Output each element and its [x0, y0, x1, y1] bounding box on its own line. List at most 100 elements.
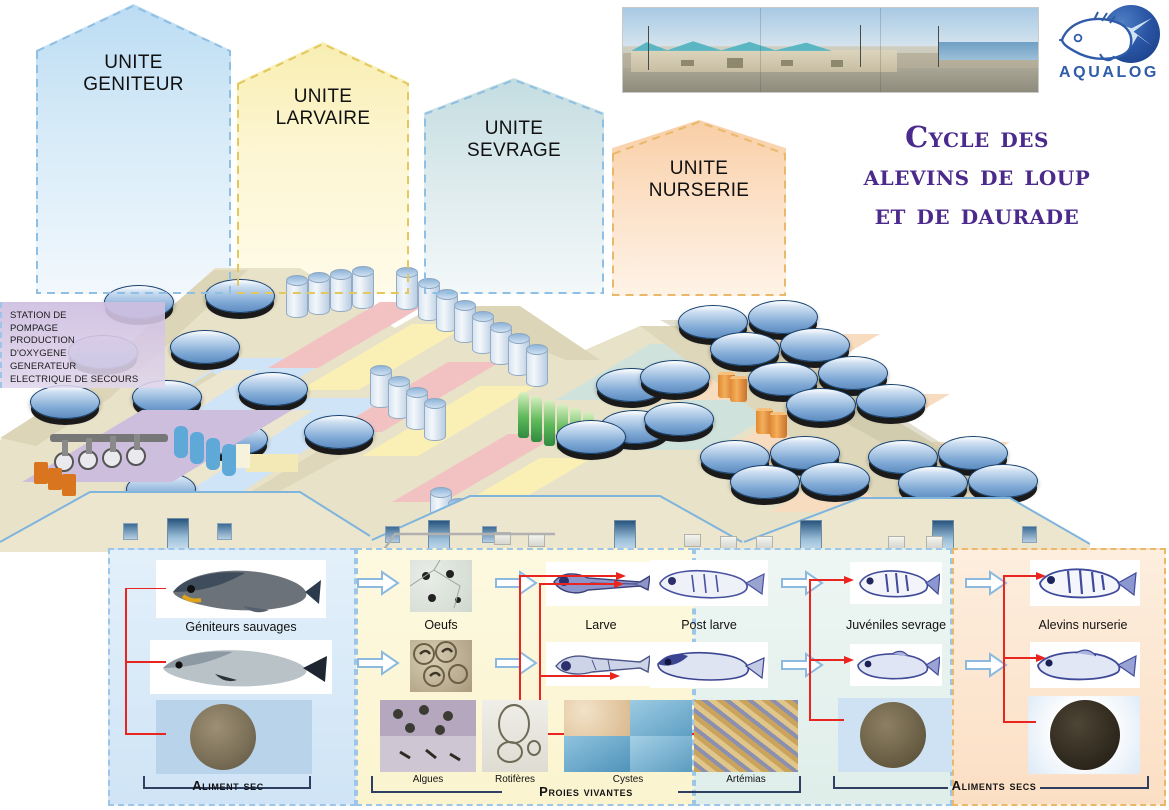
fish-photo-daurade-broodstock: [156, 560, 326, 618]
dry-feed-dark-pellets-disc: [1050, 700, 1120, 770]
dry-feed-pellets-disc: [190, 704, 256, 770]
juvenile-fish-icon: [859, 570, 940, 598]
feed-label-proies-vivantes: Proies vivantes: [539, 784, 633, 799]
pump-line: PRODUCTION: [10, 335, 75, 347]
photo-lamp-post: [859, 24, 861, 67]
weaning-tank: [556, 420, 626, 454]
larval-cylinder-tank: [286, 275, 308, 318]
facade-window: [217, 523, 232, 540]
life-cycle-diagram: Géniteurs sauvages Aliment sec: [108, 548, 1166, 806]
sevrage-feed-bracket: [809, 576, 854, 721]
prey-photo-cystes-hatch: [630, 700, 692, 736]
arrow-postlarve-to-juveniles-top: [781, 570, 824, 596]
prey-label-rotiferes: Rotifères: [494, 774, 535, 785]
page-title: Cycle des alevins de loup et de daurade: [788, 118, 1166, 233]
alevin-fish-icon: [1039, 568, 1137, 599]
feed-drum: [756, 408, 773, 434]
postlarva-icon: [657, 651, 765, 681]
stage-label-oeufs: Oeufs: [424, 618, 458, 632]
photo-window: [830, 60, 843, 67]
egg-embryos-icon: [413, 641, 468, 687]
broodstock-tank: [304, 415, 374, 449]
feed-drum: [730, 376, 747, 402]
nursery-tank: [818, 356, 888, 390]
dry-feed-powder-disc: [860, 702, 926, 768]
algae-culture-column: [531, 396, 542, 442]
prey-label-cystes: Cystes: [612, 774, 644, 785]
house-shape: [36, 4, 231, 294]
loup-fish-image: [163, 650, 327, 687]
geniteur-feed-bracket: [125, 588, 166, 735]
egg-cells-icon: [409, 559, 461, 609]
nursery-tank: [856, 384, 926, 418]
logo-fish-outline: [1059, 11, 1133, 62]
house-shape: [612, 120, 786, 296]
weaning-tank: [644, 402, 714, 436]
feed-label-aliment-sec: Aliment sec: [192, 778, 264, 793]
alevin-image-daurade: [1030, 560, 1140, 606]
facility-isometric-illustration: [0, 250, 1090, 556]
prey-label-artemias: Artémias: [726, 774, 766, 785]
photo-road: [623, 68, 1038, 92]
prey-photo-cystes: [564, 700, 630, 736]
feed-label-aliments-secs: Aliments secs: [951, 778, 1037, 793]
egg-photo-loup: [410, 640, 472, 692]
larval-cylinder-tank: [424, 398, 446, 441]
larval-cylinder-tank: [436, 289, 458, 332]
broodstock-tank: [205, 279, 275, 313]
house-shape: [424, 78, 604, 294]
larval-cylinder-tank: [526, 344, 548, 387]
fish-photo-loup-broodstock: [150, 640, 332, 694]
house-outline: [36, 4, 231, 294]
daurade-fish-image: [173, 570, 321, 613]
title-line-1: Cycle des: [905, 120, 1049, 154]
photo-door: [726, 58, 744, 69]
house-outline: [424, 78, 604, 294]
ac-unit: [684, 534, 701, 547]
facade-window: [123, 523, 138, 540]
juvenile-image-loup: [850, 644, 942, 686]
nursery-tank: [780, 328, 850, 362]
facade-window: [1022, 526, 1037, 543]
arrow-juveniles-to-alevins-top: [965, 570, 1008, 596]
stage-label-geniteurs: Géniteurs sauvages: [185, 620, 297, 634]
photo-window: [780, 60, 794, 66]
photo-sky: [623, 8, 1038, 45]
prey-photo-algues: [380, 700, 476, 772]
pump-line: POMPAGE: [10, 322, 59, 334]
nurserie-feed-bracket: [1003, 572, 1046, 723]
aliment-sec-bracket: [143, 776, 311, 789]
postlarvae-image-daurade: [650, 560, 768, 606]
facility-panorama-photo: [622, 7, 1039, 93]
stage-label-juveniles: Juvéniles sevrage: [845, 618, 947, 632]
nursery-tank: [748, 362, 818, 396]
pump-station-annotation: STATION DE POMPAGE PRODUCTION D'OXYGENE …: [0, 302, 165, 388]
stage-label-postlarve: Post larve: [681, 618, 737, 632]
stage-label-larve: Larve: [585, 618, 617, 632]
larval-cylinder-tank: [454, 300, 476, 343]
egg-photo-daurade: [409, 559, 472, 612]
house-shape: [237, 42, 409, 294]
juvenile-image-daurade: [850, 562, 942, 604]
photo-building-wall: [631, 50, 897, 72]
photo-window: [681, 60, 694, 66]
house-outline: [612, 120, 786, 296]
postlarva-icon: [659, 569, 765, 599]
pump-room-equipment: [22, 410, 298, 496]
nursery-tank: [800, 462, 870, 496]
aqualog-logo: AQUALOG: [1054, 4, 1164, 92]
larval-cylinder-tank: [308, 272, 330, 315]
photo-building-roof: [631, 41, 889, 51]
aliments-secs-bracket: [833, 776, 1149, 789]
prey-label-algues: Algues: [412, 774, 444, 785]
broodstock-tank: [132, 380, 202, 414]
title-line-2: alevins de loup: [863, 158, 1091, 193]
photo-sea: [938, 41, 1038, 61]
nursery-tank: [730, 465, 800, 499]
